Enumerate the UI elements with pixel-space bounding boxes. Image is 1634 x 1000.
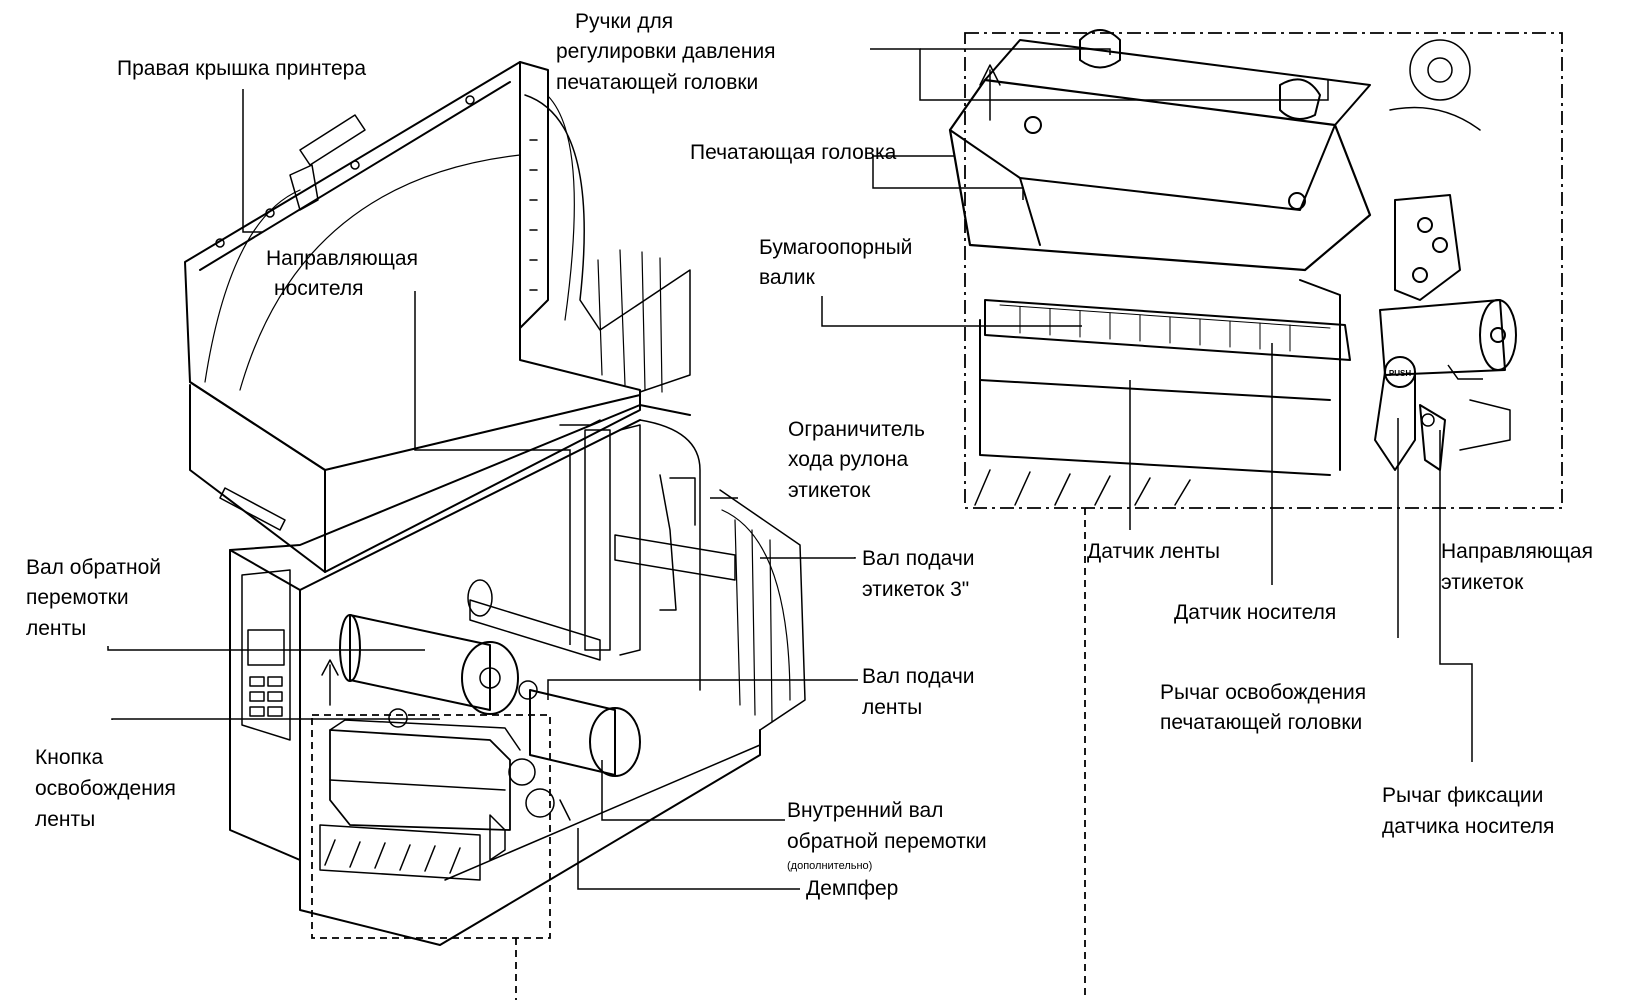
label-ribbon-rewind-line3: ленты bbox=[26, 617, 87, 640]
detail-box bbox=[964, 32, 1563, 509]
label-ribbon-release-line1: Кнопка bbox=[35, 746, 104, 769]
label-pressure-knobs-line3: печатающей головки bbox=[556, 71, 759, 94]
label-roll-limiter-line3: этикеток bbox=[788, 479, 871, 502]
label-platen-roller-line2: валик bbox=[759, 266, 815, 289]
label-pressure-knobs-line1: Ручки для bbox=[575, 10, 674, 33]
label-roll-limiter-line1: Ограничитель bbox=[788, 418, 925, 441]
printer-body bbox=[229, 404, 806, 946]
label-sensor-lock-line1: Рычаг фиксации bbox=[1382, 784, 1544, 807]
label-head-release-line1: Рычаг освобождения bbox=[1160, 681, 1367, 704]
label-platen-roller-line1: Бумагоопорный bbox=[759, 236, 913, 259]
label-roll-limiter-line2: хода рулона bbox=[788, 448, 909, 471]
label-ribbon-rewind-line2: перемотки bbox=[26, 586, 129, 609]
label-ribbon-sensor: Датчик ленты bbox=[1087, 540, 1220, 563]
label-ribbon-rewind-line1: Вал обратной bbox=[26, 556, 162, 579]
label-pressure-knobs-line2: регулировки давления bbox=[556, 40, 776, 63]
label-ribbon-release-line3: ленты bbox=[35, 808, 96, 831]
focus-box-small bbox=[311, 714, 551, 939]
push-label: PUSH bbox=[1389, 369, 1411, 378]
label-supply-spindle-line1: Вал подачи bbox=[862, 547, 975, 570]
label-head-release-line2: печатающей головки bbox=[1160, 711, 1363, 734]
label-label-guide-line1: Направляющая bbox=[1441, 540, 1593, 563]
label-media-sensor: Датчик носителя bbox=[1174, 601, 1337, 624]
printer-cover bbox=[184, 61, 691, 573]
label-media-guide-line2: носителя bbox=[274, 277, 364, 300]
leader-lines bbox=[107, 48, 1483, 890]
label-ribbon-supply-line2: ленты bbox=[862, 696, 923, 719]
label-sensor-lock-line2: датчика носителя bbox=[1382, 815, 1555, 838]
print-mechanism-detail bbox=[948, 29, 1517, 506]
label-damper: Демпфер bbox=[806, 877, 899, 900]
label-internal-rewind-note: (дополнительно) bbox=[787, 860, 873, 872]
print-mechanism-small bbox=[319, 708, 555, 881]
label-internal-rewind-line2: обратной перемотки bbox=[787, 830, 987, 853]
label-ribbon-supply-line1: Вал подачи bbox=[862, 665, 975, 688]
label-internal-rewind-line1: Внутренний вал bbox=[787, 799, 944, 822]
label-label-guide-line2: этикеток bbox=[1441, 571, 1524, 594]
label-media-guide-line1: Направляющая bbox=[266, 247, 418, 270]
label-right-cover: Правая крышка принтера bbox=[117, 57, 367, 80]
label-ribbon-release-line2: освобождения bbox=[35, 777, 176, 800]
label-print-head: Печатающая головка bbox=[690, 141, 897, 164]
label-supply-spindle-line2: этикеток 3" bbox=[862, 578, 970, 601]
